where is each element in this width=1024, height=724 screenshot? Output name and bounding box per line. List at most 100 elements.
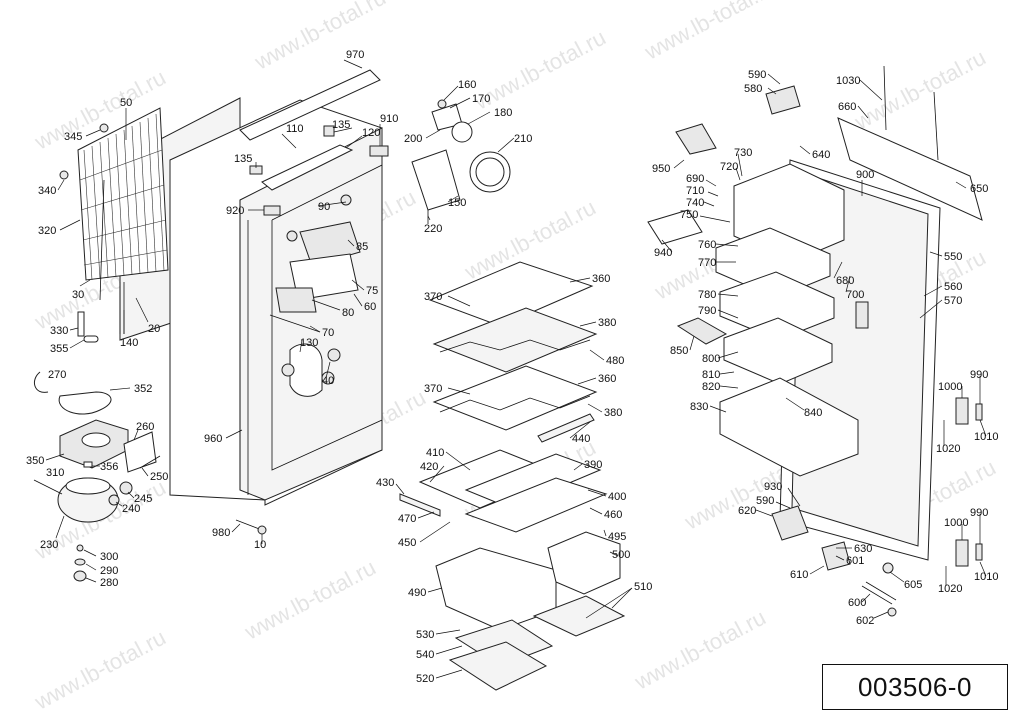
- drawing-number: 003506-0: [822, 664, 1008, 710]
- top-cover-970: [239, 69, 381, 141]
- watermark-text: www.lb-total.ru: [640, 0, 780, 65]
- cable-270: [33, 371, 49, 393]
- balcony-780: [719, 271, 835, 341]
- watermark-text: www.lb-total.ru: [470, 25, 610, 115]
- pipe-330: [77, 311, 85, 337]
- label-510: 510: [634, 581, 652, 593]
- label-910: 910: [380, 113, 398, 125]
- label-245: 245: [134, 493, 152, 505]
- label-790: 790: [698, 305, 716, 317]
- label-430: 430: [376, 477, 394, 489]
- label-660: 660: [838, 101, 856, 113]
- drawer-500: [547, 531, 621, 595]
- shelf-frame-380a: [432, 307, 598, 373]
- cover-80: [275, 287, 317, 313]
- label-420: 420: [420, 461, 438, 473]
- label-770: 770: [698, 257, 716, 269]
- watermark-text: www.lb-total.ru: [30, 625, 170, 715]
- bottle-shelf-830: [719, 377, 859, 477]
- label-80: 80: [342, 307, 354, 319]
- label-570: 570: [944, 295, 962, 307]
- label-990b: 990: [970, 507, 988, 519]
- bushing-280: [73, 570, 87, 582]
- label-780: 780: [698, 289, 716, 301]
- label-620: 620: [738, 505, 756, 517]
- label-590b: 590: [756, 495, 774, 507]
- part-number-labels: 970 50 345 340 320 30 330 355 140 20 270…: [26, 49, 998, 685]
- hinge-990a: [975, 403, 983, 421]
- watermark-text: www.lb-total.ru: [240, 555, 380, 645]
- part-355: [83, 335, 99, 343]
- cabinet-group: [169, 69, 389, 535]
- clip-356: [83, 461, 93, 468]
- top-hinge-plate-650: [837, 117, 983, 221]
- control-panel-110: [261, 144, 354, 191]
- part-605: [882, 562, 894, 574]
- part-135b: [323, 125, 335, 137]
- tray-520: [448, 641, 548, 691]
- label-135b: 135: [332, 119, 350, 131]
- label-920: 920: [226, 205, 244, 217]
- label-130: 130: [300, 337, 318, 349]
- balcony-770: [715, 227, 831, 299]
- label-840: 840: [804, 407, 822, 419]
- screw-345: [99, 123, 109, 133]
- label-900: 900: [856, 169, 874, 181]
- label-850: 850: [670, 345, 688, 357]
- label-320: 320: [38, 225, 56, 237]
- part-950: [675, 123, 717, 155]
- label-810: 810: [702, 369, 720, 381]
- watermark-text: www.lb-total.ru: [250, 0, 390, 75]
- fan-housing-130: [289, 343, 323, 397]
- shelves-group: [399, 261, 626, 691]
- label-110: 110: [286, 123, 304, 135]
- label-230: 230: [40, 539, 58, 551]
- label-350: 350: [26, 455, 44, 467]
- hinge-1000b: [955, 539, 969, 567]
- label-540: 540: [416, 649, 434, 661]
- label-1030: 1030: [836, 75, 860, 87]
- label-310: 310: [46, 467, 64, 479]
- label-1020b: 1020: [938, 583, 962, 595]
- part-700: [855, 301, 869, 329]
- label-345: 345: [64, 131, 82, 143]
- label-360b: 360: [598, 373, 616, 385]
- label-120: 120: [362, 127, 380, 139]
- label-1010a: 1010: [974, 431, 998, 443]
- label-602: 602: [856, 615, 874, 627]
- label-590a: 590: [748, 69, 766, 81]
- label-150: 150: [448, 197, 466, 209]
- hinge-990b: [975, 543, 983, 561]
- label-1010b: 1010: [974, 571, 998, 583]
- label-50: 50: [120, 97, 132, 109]
- label-980: 980: [212, 527, 230, 539]
- label-650: 650: [970, 183, 988, 195]
- balcony-800: [723, 317, 833, 385]
- watermark-text: www.lb-total.ru: [630, 605, 770, 695]
- label-440: 440: [572, 433, 590, 445]
- label-10: 10: [254, 539, 266, 551]
- fan-blade-180: [451, 121, 473, 143]
- part-920: [263, 205, 281, 216]
- label-135a: 135: [234, 153, 252, 165]
- label-700: 700: [846, 289, 864, 301]
- label-610: 610: [790, 569, 808, 581]
- label-85: 85: [356, 241, 368, 253]
- label-950: 950: [652, 163, 670, 175]
- part-40: [327, 348, 341, 362]
- label-400: 400: [608, 491, 626, 503]
- label-60: 60: [364, 301, 376, 313]
- egg-tray-940: [647, 209, 703, 245]
- hinge-1000a: [955, 397, 969, 425]
- label-940: 940: [654, 247, 672, 259]
- cover-460: [464, 477, 608, 533]
- label-970: 970: [346, 49, 364, 61]
- label-30: 30: [72, 289, 84, 301]
- wire-352: [58, 391, 112, 415]
- label-140: 140: [120, 337, 138, 349]
- label-760: 760: [698, 239, 716, 251]
- label-40: 40: [322, 375, 334, 387]
- label-380a: 380: [598, 317, 616, 329]
- screw-602: [887, 607, 897, 617]
